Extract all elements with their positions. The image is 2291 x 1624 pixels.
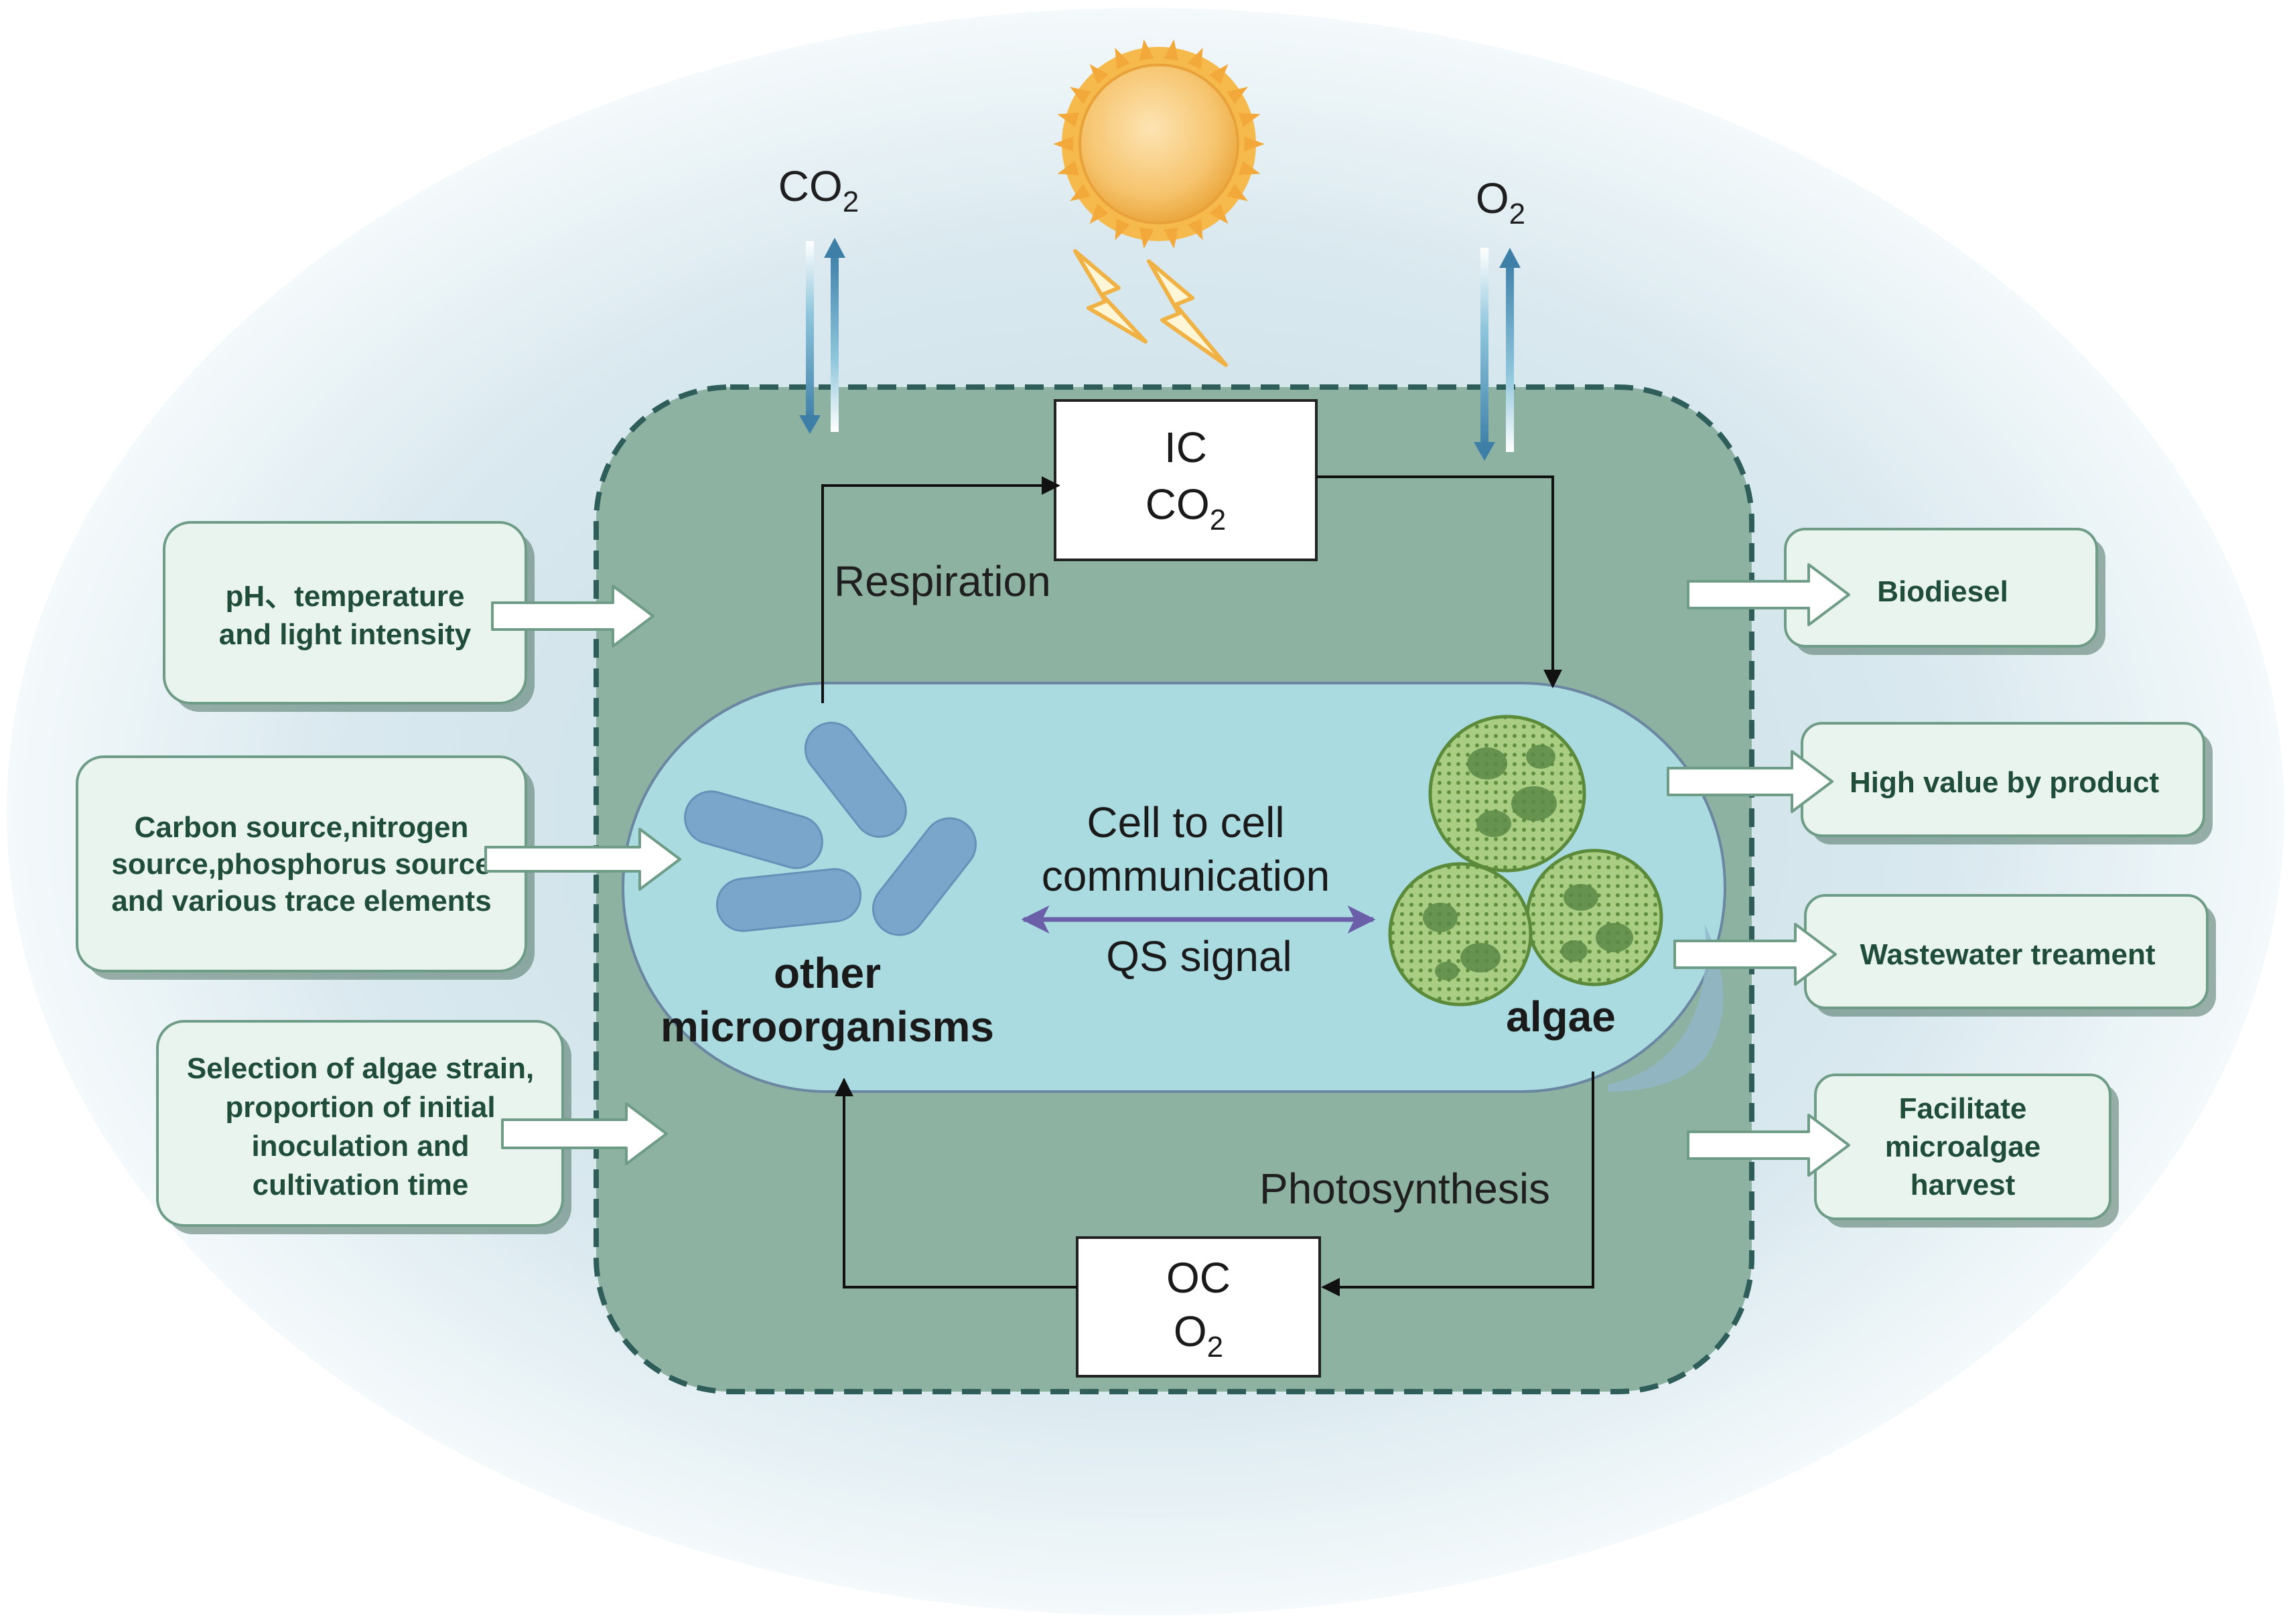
oc-o2-box xyxy=(1076,1236,1321,1378)
factor-strain-line1: Selection of algae strain, xyxy=(187,1052,534,1085)
cell-communication-label-line2: communication xyxy=(1042,852,1330,900)
factor-strain-line3: inoculation and xyxy=(251,1130,469,1163)
output-wastewater-label: Wastewater treament xyxy=(1860,938,2156,971)
output-harvest-line2: microalgae xyxy=(1885,1130,2040,1163)
output-harvest-line3: harvest xyxy=(1911,1169,2016,1201)
sun-ray xyxy=(1089,204,1109,224)
output-arrow-harvest xyxy=(1687,1114,1850,1177)
ic-to-algae-arrow xyxy=(1316,475,1562,688)
sun-ray xyxy=(1089,64,1109,84)
factor-environment-line2: and light intensity xyxy=(219,618,472,651)
ic-co2-label: CO2 xyxy=(1146,480,1226,536)
factor-nutrients-line2: source,phosphorus source xyxy=(111,848,491,881)
sun-ray xyxy=(1209,64,1229,84)
sun-ray xyxy=(1227,86,1248,104)
algae-icon xyxy=(1388,715,1663,1007)
sun-icon xyxy=(1053,39,1265,249)
qs-signal-label: QS signal xyxy=(1106,932,1292,980)
ic-label: IC xyxy=(1164,423,1207,471)
algae-label: algae xyxy=(1506,992,1616,1041)
bacteria-icon xyxy=(684,721,977,936)
sun-ray xyxy=(1164,39,1178,61)
o2-gas-label: O2 xyxy=(1476,174,1525,230)
output-box-biodiesel: Biodiesel xyxy=(1784,528,2105,655)
sun-ray xyxy=(1239,161,1261,175)
sun-ray xyxy=(1227,183,1248,202)
capsule-shadow xyxy=(1608,924,1724,1092)
output-arrow-wastewater xyxy=(1673,923,1837,986)
factor-strain-line4: cultivation time xyxy=(253,1169,469,1201)
output-arrow-byproduct xyxy=(1667,750,1833,813)
oc-label: OC xyxy=(1166,1254,1231,1302)
output-byproduct-label: High value by product xyxy=(1850,766,2159,799)
factor-nutrients-line3: and various trace elements xyxy=(111,885,491,917)
sun-ray xyxy=(1053,137,1074,151)
output-biodiesel-label: Biodiesel xyxy=(1877,575,2008,608)
factor-arrow-nutrients xyxy=(484,828,681,891)
factor-box-environment: pH、temperature and light intensity xyxy=(163,521,535,712)
sun-ray xyxy=(1209,204,1229,224)
sun-ray xyxy=(1188,218,1203,240)
ic-co2-box xyxy=(1054,399,1318,561)
output-box-wastewater: Wastewater treament xyxy=(1804,894,2216,1017)
oc-to-microorganisms-arrow xyxy=(835,1078,1077,1288)
sun-ray xyxy=(1244,137,1265,151)
sun-ray xyxy=(1188,48,1203,70)
other-microorganisms-label-line2: microorganisms xyxy=(661,1003,994,1051)
output-arrow-biodiesel xyxy=(1687,563,1850,626)
cell-communication-label-line1: Cell to cell xyxy=(1087,798,1284,846)
sun-ray xyxy=(1164,227,1178,249)
respiration-arrow xyxy=(821,476,1060,703)
o2-exchange-arrows xyxy=(1474,248,1521,461)
factor-box-strain: Selection of algae strain, proportion of… xyxy=(156,1020,571,1234)
factor-arrow-strain xyxy=(501,1102,668,1165)
sun-ray xyxy=(1115,48,1130,70)
sun-ray xyxy=(1239,113,1261,127)
co2-exchange-arrows xyxy=(799,238,845,434)
output-box-byproduct: High value by product xyxy=(1801,722,2213,844)
photosynthesis-label: Photosynthesis xyxy=(1259,1165,1550,1213)
oc-o2-label: O2 xyxy=(1174,1307,1223,1363)
output-box-harvest: Facilitate microalgae harvest xyxy=(1814,1074,2119,1228)
photosynthesis-arrow xyxy=(1321,1072,1594,1297)
sun-ray xyxy=(1115,218,1130,240)
sun-ray xyxy=(1070,86,1091,104)
lightning-icon xyxy=(1073,249,1228,367)
output-harvest-line1: Facilitate xyxy=(1899,1092,2027,1125)
sun-ray xyxy=(1070,183,1091,202)
factor-strain-line2: proportion of initial xyxy=(225,1091,495,1124)
sun-ray xyxy=(1139,39,1154,61)
sun-ray xyxy=(1057,161,1079,175)
factor-environment-line1: pH、temperature xyxy=(226,580,465,613)
co2-gas-label: CO2 xyxy=(778,162,859,218)
respiration-label: Respiration xyxy=(834,557,1051,605)
sun-ray xyxy=(1139,227,1154,249)
factor-box-nutrients: Carbon source,nitrogen source,phosphorus… xyxy=(76,755,535,980)
other-microorganisms-label-line1: other xyxy=(774,949,881,997)
factor-arrow-environment xyxy=(491,585,654,648)
sun-ray xyxy=(1057,113,1079,127)
factor-nutrients-line1: Carbon source,nitrogen xyxy=(135,811,469,844)
